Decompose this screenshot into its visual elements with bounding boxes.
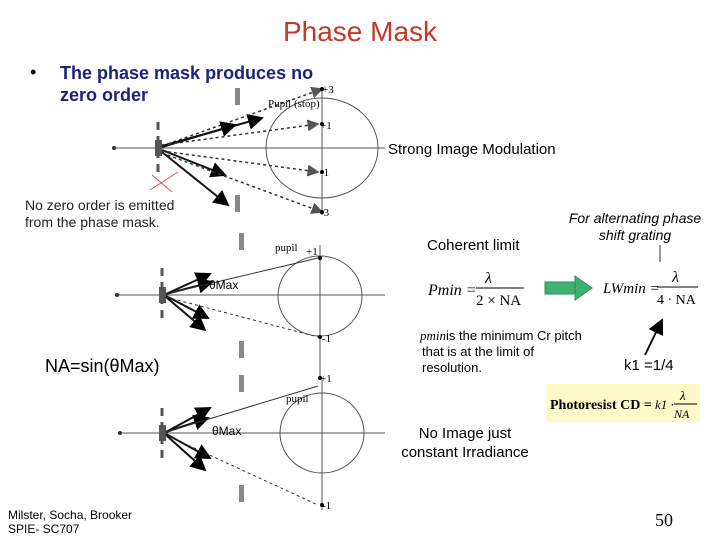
pupil-label-3: pupil	[286, 393, 309, 405]
theta-label-3: θMax	[212, 424, 242, 438]
stop-top-1	[235, 88, 240, 105]
na-formula: NA=sin(θMax)	[45, 356, 160, 376]
red-pointer-a	[151, 174, 173, 193]
pr-lambda: λ	[679, 388, 686, 403]
strong-modulation-label: Strong Image Modulation	[388, 141, 556, 158]
diagram1	[112, 86, 385, 215]
k1-factor: k1 ·	[655, 397, 674, 412]
source-point-1	[112, 146, 116, 150]
lw-lhs: LWmin =	[602, 281, 660, 297]
bullet-marker: •	[30, 62, 37, 82]
order-label-3-p1: +1	[320, 373, 332, 385]
theta-ray-3	[165, 385, 319, 433]
theta-ray-2	[165, 257, 319, 295]
order-label-3-m1: -1	[322, 500, 332, 512]
order-arrow-p3	[161, 86, 324, 147]
formula-pmin: Pmin = λ 2 × NA	[427, 270, 524, 309]
lw-denominator: 4 · NA	[657, 293, 697, 308]
k1-arrow	[644, 318, 664, 356]
pupil-label-2: pupil	[275, 242, 298, 254]
order-arrow-m1c	[161, 150, 320, 177]
pmin-denominator: 2 × NA	[476, 293, 521, 309]
order-label-2-p1: +1	[306, 246, 318, 258]
order-dot-p3	[320, 87, 324, 91]
stop-bottom-1	[235, 195, 240, 212]
pr-na: NA	[673, 407, 690, 421]
red-pointer-b	[149, 171, 179, 191]
pmin-description: is the minimum Cr pitch that is at the l…	[422, 328, 582, 375]
alternating-note: For alternating phase shift grating	[568, 210, 702, 243]
order-arrow-p1c	[161, 119, 320, 146]
formula-lwmin: LWmin = λ 4 · NA	[602, 269, 698, 308]
order-arrow-m1a	[161, 149, 227, 178]
order-arrow-m3	[161, 152, 324, 214]
pupil-stop-label: Pupil (stop)	[268, 98, 320, 110]
green-arrow	[544, 275, 593, 301]
mask-block-1	[155, 140, 162, 156]
order-label-m3: -3	[320, 207, 330, 219]
pupil-lens-3	[279, 392, 365, 474]
no-image-label: No Image just constant Irradiance	[401, 425, 529, 461]
pmin-lambda: λ	[484, 270, 492, 287]
bullet-text: The phase mask produces no zero order	[60, 63, 314, 105]
formula-photoresist: Photoresist CD = k1 · λ NA	[546, 384, 700, 422]
order-label-2-m1: -1	[322, 333, 332, 345]
order-dot-m1	[320, 170, 324, 174]
photoresist-lhs: Photoresist CD =	[550, 398, 652, 413]
order-label-m1: -1	[320, 167, 330, 179]
pmin-lhs: Pmin =	[427, 282, 477, 299]
pupil-lens-1	[265, 97, 379, 199]
pmin-symbol: pmin	[420, 328, 446, 343]
order-label-p3: +3	[322, 84, 334, 96]
order-label-p1: +1	[320, 120, 332, 132]
page-number: 50	[655, 510, 673, 530]
order-dot-p1	[320, 122, 324, 126]
slide-title: Phase Mask	[282, 16, 438, 47]
theta-label-2: θMax	[209, 278, 239, 292]
lw-lambda: λ	[671, 269, 679, 286]
k1-value: k1 =1/4	[624, 357, 674, 374]
order-arrow-m1b	[161, 151, 230, 207]
coherent-limit-label: Coherent limit	[427, 237, 520, 254]
diagram2	[115, 233, 385, 380]
credits: Milster, Socha, Brooker SPIE- SC707	[8, 508, 133, 536]
order-dot-m3	[320, 210, 324, 214]
no-zero-note: No zero order is emitted from the phase …	[25, 197, 175, 230]
diagram3	[118, 375, 385, 510]
